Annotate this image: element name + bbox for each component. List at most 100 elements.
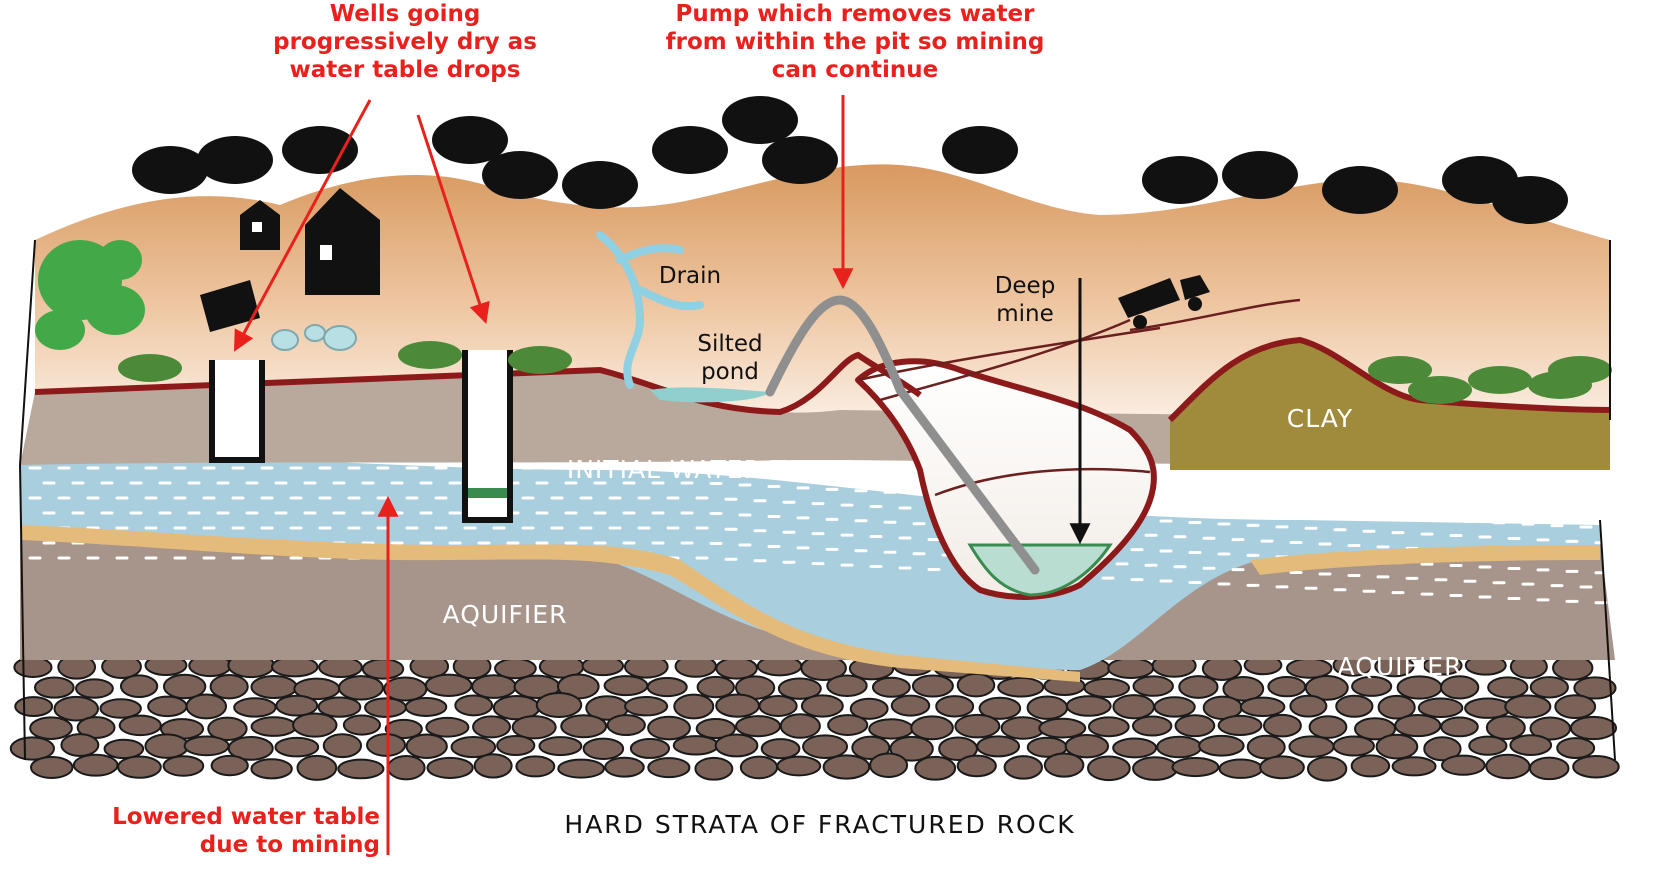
tree-icon (762, 136, 838, 184)
rock (822, 754, 871, 780)
rock (1487, 676, 1529, 699)
rock (471, 674, 517, 699)
rock (1504, 694, 1552, 719)
rock (1468, 735, 1508, 756)
rock (296, 754, 338, 781)
rock (53, 695, 100, 722)
silted-pond-label: Silted pond (680, 330, 780, 386)
rock (694, 756, 734, 781)
rock (207, 716, 248, 741)
rock (1262, 713, 1302, 738)
rock (60, 733, 100, 757)
rock (1351, 675, 1393, 697)
house-icon (200, 188, 380, 332)
fractured-rock-layer (9, 650, 1620, 782)
tree-icon (282, 126, 358, 174)
section-outline (19, 239, 1616, 761)
rock (1306, 756, 1348, 782)
rock (496, 734, 536, 757)
rock (118, 714, 162, 737)
rock (270, 656, 319, 678)
boulders (271, 324, 357, 351)
rock (1156, 735, 1203, 759)
rock (1375, 733, 1419, 760)
tree-icon (1142, 156, 1218, 204)
rock (162, 673, 207, 700)
rock (1065, 695, 1112, 717)
rock (1417, 697, 1464, 719)
rock (338, 675, 384, 701)
wells-callout-line-3: water table drops (289, 57, 521, 84)
rock (1464, 697, 1512, 719)
rock (911, 674, 954, 698)
rock (1335, 694, 1374, 718)
rock (364, 697, 407, 718)
rock (557, 758, 605, 779)
rock (424, 673, 473, 697)
rock (1391, 756, 1437, 777)
rock (119, 674, 159, 699)
lowered-callout-line-1: Lowered water table (112, 804, 380, 830)
rock (673, 693, 715, 720)
clay-mound (1170, 340, 1610, 470)
rock (1485, 715, 1526, 740)
rock (404, 696, 448, 717)
rock (956, 672, 996, 698)
sand-band-right (1250, 545, 1600, 575)
rock (715, 657, 758, 680)
rock (386, 755, 426, 781)
rock (1350, 754, 1391, 778)
tree-icon (562, 161, 638, 209)
pump-pipe (765, 295, 1040, 575)
rock (322, 733, 363, 759)
rock (384, 718, 423, 740)
pump-callout-line-1: Pump which removes water (675, 1, 1035, 27)
rock (1217, 714, 1263, 736)
aquifer-left-label: AQUIFIER (442, 600, 568, 629)
rock (210, 754, 249, 777)
rock (1000, 716, 1046, 740)
drain-stream (596, 231, 704, 389)
rock (1308, 715, 1348, 739)
rock (365, 733, 407, 757)
tree-icon (652, 126, 728, 174)
rock (1178, 675, 1219, 699)
rock (1440, 754, 1486, 776)
rock (185, 693, 228, 720)
rock (76, 716, 116, 739)
rock (647, 715, 691, 741)
callout-arrows (234, 95, 854, 855)
rock (13, 656, 53, 678)
rock (1003, 755, 1043, 780)
rock (1112, 694, 1155, 720)
well-right (462, 350, 513, 523)
rock (560, 714, 608, 739)
rock (275, 694, 319, 717)
tree-icon (1222, 151, 1298, 199)
hard-strata-label: HARD STRATA OF FRACTURED ROCK (564, 810, 1076, 839)
rock (1064, 734, 1110, 759)
rock (1107, 657, 1155, 679)
wells-callout-line-1: Wells going (329, 1, 481, 27)
rock (1423, 736, 1462, 762)
rock (426, 756, 474, 779)
rock (582, 737, 625, 760)
deep-mine-line-2: mine (996, 301, 1054, 328)
rock (1222, 675, 1265, 702)
lowered-water-callout: Lowered water table due to mining (60, 803, 380, 859)
rock (827, 714, 869, 736)
rock (1554, 694, 1597, 720)
rock (454, 694, 494, 717)
rock (1153, 696, 1196, 718)
rock (914, 755, 957, 781)
tree-icon (197, 136, 273, 184)
rock (1246, 734, 1286, 760)
rock (30, 756, 74, 779)
wells-callout-line-2: progressively dry as (273, 29, 537, 56)
rock (715, 693, 760, 718)
rock (997, 676, 1045, 698)
rock (318, 656, 363, 679)
rock (250, 674, 298, 700)
rock (1288, 735, 1335, 758)
